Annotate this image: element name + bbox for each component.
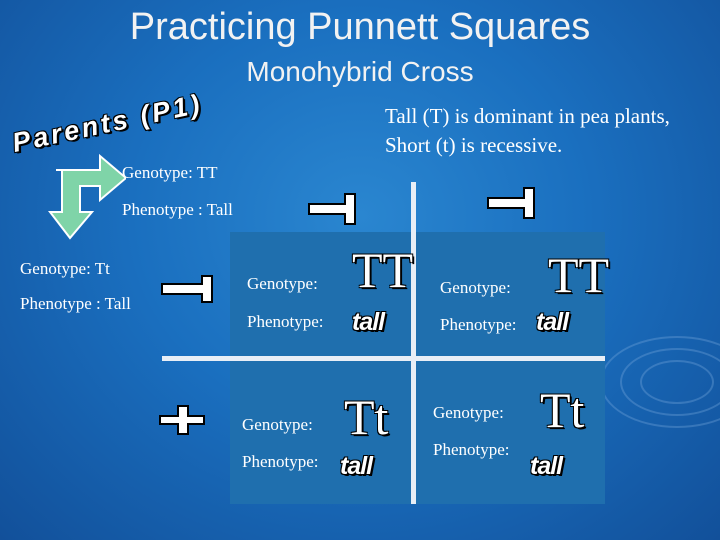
allele-T-shape-icon (308, 193, 356, 225)
allele-T-shape-icon (487, 187, 535, 219)
left-parent-genotype: Genotype: Tt (20, 259, 110, 278)
left-parent-phenotype: Phenotype : Tall (20, 294, 131, 313)
cell-genotype-label: Genotype: (247, 274, 318, 293)
cell-genotype-value: Tt (540, 382, 585, 438)
punnett-square (230, 232, 605, 504)
cell-genotype-value: TT (548, 247, 610, 303)
cell-genotype-label: Genotype: (440, 278, 511, 297)
cell-genotype-label: Genotype: (433, 403, 504, 422)
rule-line-1: Tall (T) is dominant in pea plants, (385, 104, 670, 128)
cell-phenotype-label: Phenotype: (242, 452, 319, 471)
rule-line-2: Short (t) is recessive. (385, 133, 563, 157)
bent-arrow-icon (48, 153, 126, 240)
cell-phenotype-label: Phenotype: (433, 440, 510, 459)
allele-t-shape-icon (159, 405, 205, 435)
cell-genotype-label: Genotype: (242, 415, 313, 434)
cell-genotype-value: Tt (344, 389, 389, 445)
page-title: Practicing Punnett Squares (129, 6, 591, 48)
top-parent-phenotype: Phenotype : Tall (122, 200, 233, 219)
page-subtitle: Monohybrid Cross (246, 56, 474, 87)
cell-genotype-value: TT (352, 242, 414, 298)
grid-line-horizontal (162, 356, 605, 361)
parents-wordart: Parents (P1) (9, 88, 206, 159)
ripple-decoration (600, 336, 720, 428)
cell-phenotype-value: tall (536, 308, 569, 336)
cell-phenotype-value: tall (352, 308, 385, 336)
grid-line-vertical (411, 182, 416, 504)
cell-phenotype-value: tall (340, 452, 373, 480)
top-parent-genotype: Genotype: TT (122, 163, 218, 182)
cell-phenotype-value: tall (530, 452, 563, 480)
allele-T-shape-icon (161, 275, 213, 303)
dominance-rule: Tall (T) is dominant in pea plants, Shor… (385, 102, 670, 160)
cell-phenotype-label: Phenotype: (247, 312, 324, 331)
cell-phenotype-label: Phenotype: (440, 315, 517, 334)
